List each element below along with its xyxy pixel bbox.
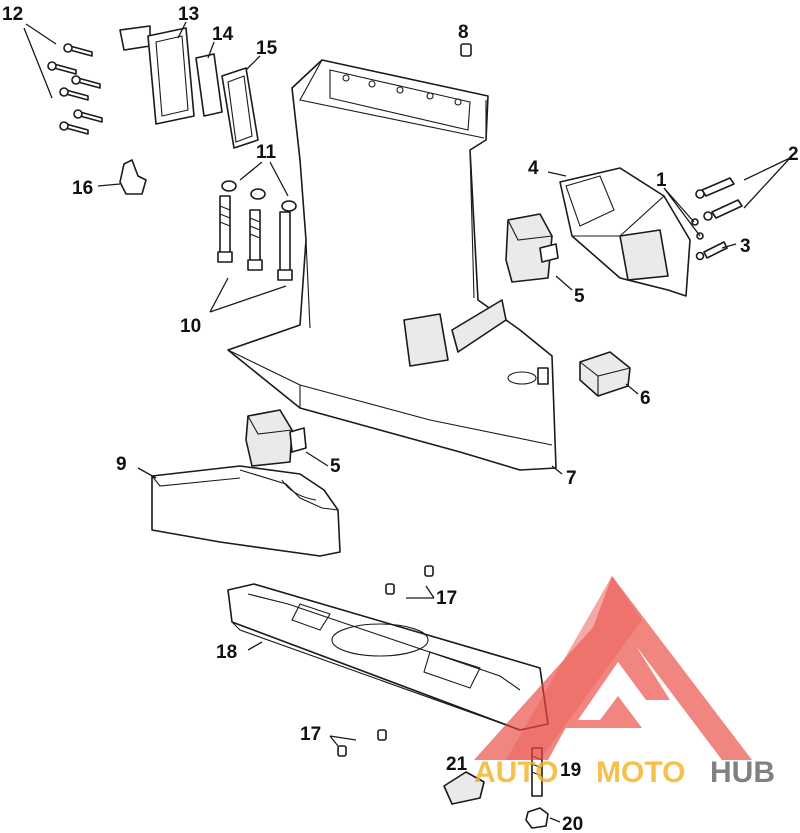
hose-clip [119, 159, 147, 195]
mount-cushion [579, 351, 631, 397]
callout-5-upper: 5 [574, 286, 585, 307]
dowel-pin [460, 43, 472, 57]
callout-6: 6 [640, 388, 651, 409]
callout-labels: 1 2 3 4 5 5 6 7 8 9 10 11 12 13 14 15 16… [2, 4, 799, 833]
watermark-logo: AUTO MOTO HUB [474, 576, 775, 789]
callout-10: 10 [180, 316, 201, 337]
rubber-mount-upper [505, 213, 559, 283]
callout-2: 2 [788, 144, 799, 165]
callout-3: 3 [740, 236, 751, 257]
callout-19: 19 [560, 760, 581, 781]
gasket-small [195, 53, 223, 117]
callout-9: 9 [116, 454, 127, 475]
upper-mount-bracket [559, 167, 691, 297]
gasket-large [221, 67, 259, 149]
callout-7: 7 [566, 468, 577, 489]
callout-4: 4 [528, 158, 539, 179]
lower-cover [151, 465, 341, 557]
callout-5-lower: 5 [330, 456, 341, 477]
callout-16: 16 [72, 178, 93, 199]
logo-text-auto: AUTO [474, 756, 558, 789]
callout-14: 14 [212, 24, 234, 45]
logo-text-hub: HUB [710, 756, 775, 789]
spacer-plate [227, 583, 549, 731]
leader-lines [23, 21, 791, 823]
logo-text-moto: MOTO [596, 756, 685, 789]
callout-17-upper: 17 [436, 588, 457, 609]
callout-13: 13 [178, 4, 199, 25]
nut [525, 807, 549, 829]
studs-and-washers [217, 180, 297, 281]
screws [47, 43, 103, 135]
end-cap [443, 771, 485, 805]
driveshaft-housing [227, 59, 557, 471]
callout-17-lower: 17 [300, 724, 321, 745]
callout-18: 18 [216, 642, 237, 663]
dowels [337, 565, 434, 757]
logo-triangle [474, 576, 752, 760]
callout-11: 11 [256, 142, 277, 163]
callout-12: 12 [2, 4, 23, 25]
callout-8: 8 [458, 22, 469, 43]
callout-20: 20 [562, 814, 583, 833]
mount-bolts [691, 177, 743, 261]
exhaust-plate [119, 25, 195, 125]
callout-1: 1 [656, 170, 667, 191]
rubber-mount-lower [245, 409, 307, 467]
callout-15: 15 [256, 38, 278, 59]
callout-21: 21 [446, 754, 468, 775]
